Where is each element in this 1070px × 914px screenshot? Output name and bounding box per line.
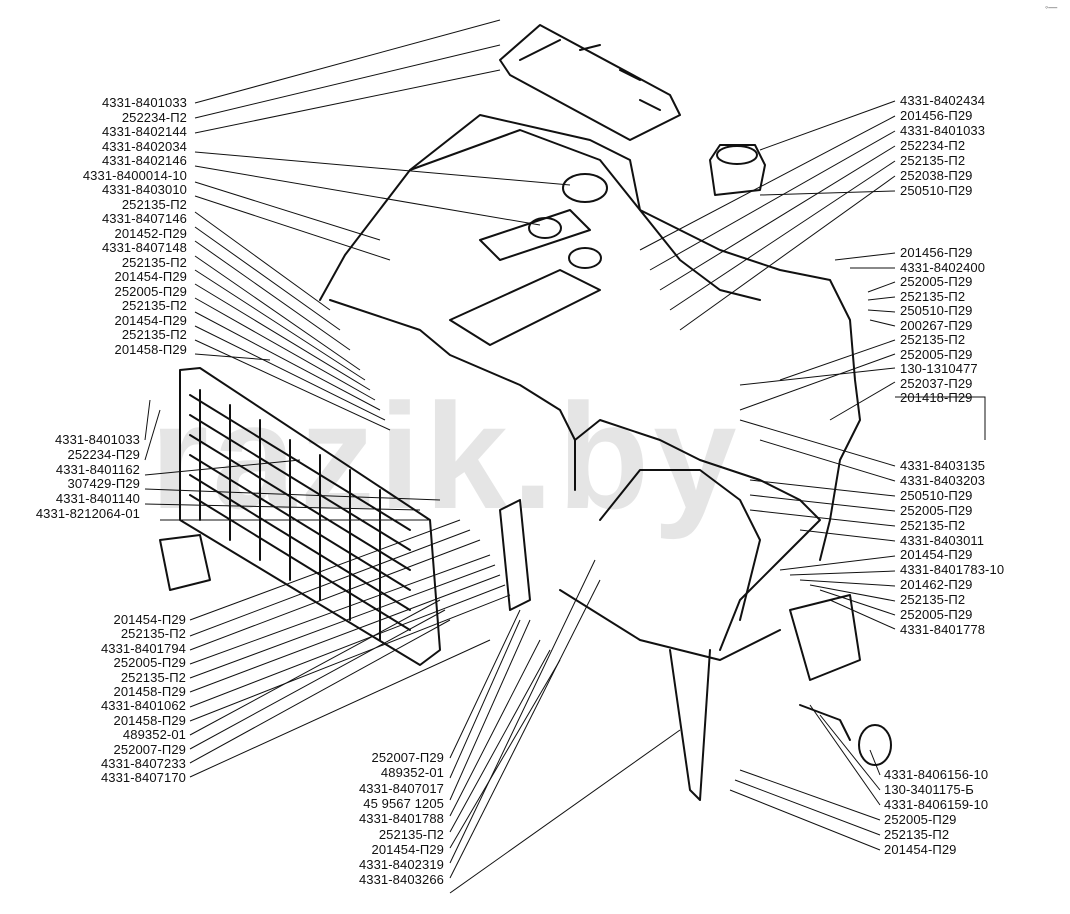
part-number-label: 130-1310477 bbox=[900, 361, 978, 376]
part-number-label: 252007-П29 bbox=[371, 750, 444, 765]
part-number-label: 201452-П29 bbox=[114, 225, 187, 241]
part-number-label: 252135-П2 bbox=[121, 254, 187, 270]
part-number-label: 4331-8403011 bbox=[900, 532, 985, 548]
part-number-label: 4331-8402146 bbox=[101, 153, 187, 168]
part-number-label: 4331-8407146 bbox=[101, 211, 187, 226]
filler-cap bbox=[562, 173, 608, 203]
part-number-label: 252005-П29 bbox=[884, 812, 957, 827]
part-number-label: 4331-8212064-01 bbox=[35, 506, 140, 521]
part-number-label: 201454-П29 bbox=[371, 841, 444, 857]
part-number-label: 45 9567 1205 bbox=[363, 795, 444, 811]
part-number-label: 250510-П29 bbox=[900, 183, 973, 198]
part-number-label: 4331-8407170 bbox=[100, 770, 186, 786]
part-number-label: 201454-П29 bbox=[900, 547, 973, 563]
part-number-label: 252135-П2 bbox=[900, 517, 966, 533]
leader-lines bbox=[144, 19, 986, 894]
part-number-label: 201456-П29 bbox=[900, 108, 973, 123]
part-number-label: 489352-01 bbox=[122, 727, 186, 743]
part-number-label: 252234-П29 bbox=[67, 446, 140, 462]
part-number-label: 252234-П2 bbox=[121, 109, 187, 125]
part-number-label: 252135-П2 bbox=[378, 826, 444, 842]
part-number-label: 252135-П2 bbox=[120, 626, 186, 642]
part-number-label: 4331-8400014-10 bbox=[82, 167, 187, 183]
part-number-label: 4331-8406156-10 bbox=[884, 767, 989, 782]
part-number-label: 4331-8401783-10 bbox=[900, 562, 1005, 578]
part-number-label: 252005-П29 bbox=[900, 274, 973, 289]
hinge-plate bbox=[789, 594, 861, 681]
part-number-label: 201454-П29 bbox=[113, 612, 186, 627]
part-number-label: 252135-П2 bbox=[121, 298, 187, 313]
part-number-label: 4331-8401033 bbox=[101, 95, 187, 110]
part-number-label: 250510-П29 bbox=[900, 487, 973, 503]
left-fender bbox=[574, 419, 821, 651]
support-bracket bbox=[669, 649, 711, 801]
part-number-label: 4331-8403010 bbox=[101, 182, 187, 197]
part-number-label: 201458-П29 bbox=[113, 684, 186, 699]
part-number-label: 252135-П2 bbox=[900, 288, 966, 304]
part-number-label: 201454-П29 bbox=[884, 842, 957, 857]
part-number-label: 252135-П2 bbox=[884, 827, 950, 842]
part-number-label: 4331-8403203 bbox=[900, 472, 986, 488]
corner-mark: ◦— bbox=[1045, 2, 1057, 12]
top-cover-plate bbox=[499, 24, 681, 141]
part-number-label: 4331-8407017 bbox=[358, 780, 444, 796]
part-number-label: 4331-8401162 bbox=[55, 461, 140, 477]
bushing bbox=[858, 724, 892, 766]
part-number-label: 307429-П29 bbox=[67, 476, 140, 492]
part-number-label: 201454-П29 bbox=[114, 312, 187, 328]
part-number-label: 4331-8402400 bbox=[900, 259, 986, 275]
part-number-label: 4331-8407148 bbox=[101, 240, 187, 255]
part-number-label: 4331-8406159-10 bbox=[884, 797, 989, 812]
part-number-label: 252005-П29 bbox=[900, 502, 973, 518]
part-number-label: 4331-8402034 bbox=[101, 138, 187, 154]
part-number-label: 252005-П29 bbox=[900, 346, 973, 362]
part-number-label: 4331-8401062 bbox=[100, 698, 186, 714]
part-number-label: 252135-П2 bbox=[900, 153, 966, 168]
part-number-label: 201456-П29 bbox=[900, 245, 973, 260]
part-number-label: 201454-П29 bbox=[114, 269, 187, 284]
part-number-label: 200267-П29 bbox=[900, 317, 973, 333]
part-number-label: 250510-П29 bbox=[900, 303, 973, 318]
part-number-label: 4331-8401778 bbox=[900, 621, 986, 637]
part-number-label: 4331-8401033 bbox=[54, 432, 140, 447]
hood-body bbox=[319, 114, 861, 561]
part-number-label: 252135-П2 bbox=[900, 332, 966, 347]
part-number-label: 252234-П2 bbox=[900, 138, 966, 153]
part-number-label: 4331-8401033 bbox=[900, 123, 986, 138]
part-number-label: 489352-01 bbox=[380, 765, 444, 781]
part-number-label: 252038-П29 bbox=[900, 168, 973, 183]
part-number-label: 4331-8401788 bbox=[358, 811, 444, 827]
part-number-label: 4331-8407233 bbox=[100, 756, 186, 771]
part-number-label: 201462-П29 bbox=[900, 577, 973, 593]
part-number-label: 4331-8403266 bbox=[358, 872, 444, 888]
part-number-label: 4331-8402319 bbox=[358, 857, 444, 873]
part-number-label: 252005-П29 bbox=[114, 283, 187, 299]
hood-vent bbox=[479, 209, 591, 261]
part-number-label: 252135-П2 bbox=[120, 669, 186, 685]
part-number-label: 4331-8403135 bbox=[900, 458, 986, 473]
part-number-label: 252005-П29 bbox=[900, 607, 973, 622]
part-number-label: 201458-П29 bbox=[113, 712, 186, 728]
part-number-label: 201458-П29 bbox=[114, 341, 187, 357]
part-number-label: 252135-П2 bbox=[900, 592, 966, 608]
part-number-label: 4331-8401140 bbox=[55, 491, 140, 507]
part-number-label: 4331-8401794 bbox=[100, 640, 186, 656]
part-number-label: 252037-П29 bbox=[900, 375, 973, 391]
watermark: razik.by bbox=[150, 372, 741, 540]
part-number-label: 252005-П29 bbox=[113, 655, 186, 671]
part-number-label: 130-3401175-Б bbox=[884, 782, 974, 797]
part-number-label: 252135-П2 bbox=[121, 327, 187, 342]
air-intake bbox=[709, 144, 766, 196]
part-number-label: 252007-П29 bbox=[113, 741, 186, 757]
part-number-label: 4331-8402144 bbox=[101, 124, 187, 139]
small-bracket bbox=[159, 534, 211, 591]
hood-panel bbox=[449, 269, 601, 346]
lower-beam bbox=[559, 589, 781, 661]
part-number-label: 252135-П2 bbox=[121, 196, 187, 212]
part-number-label: 4331-8402434 bbox=[900, 93, 986, 108]
part-number-label: 201418-П29 bbox=[900, 390, 973, 405]
